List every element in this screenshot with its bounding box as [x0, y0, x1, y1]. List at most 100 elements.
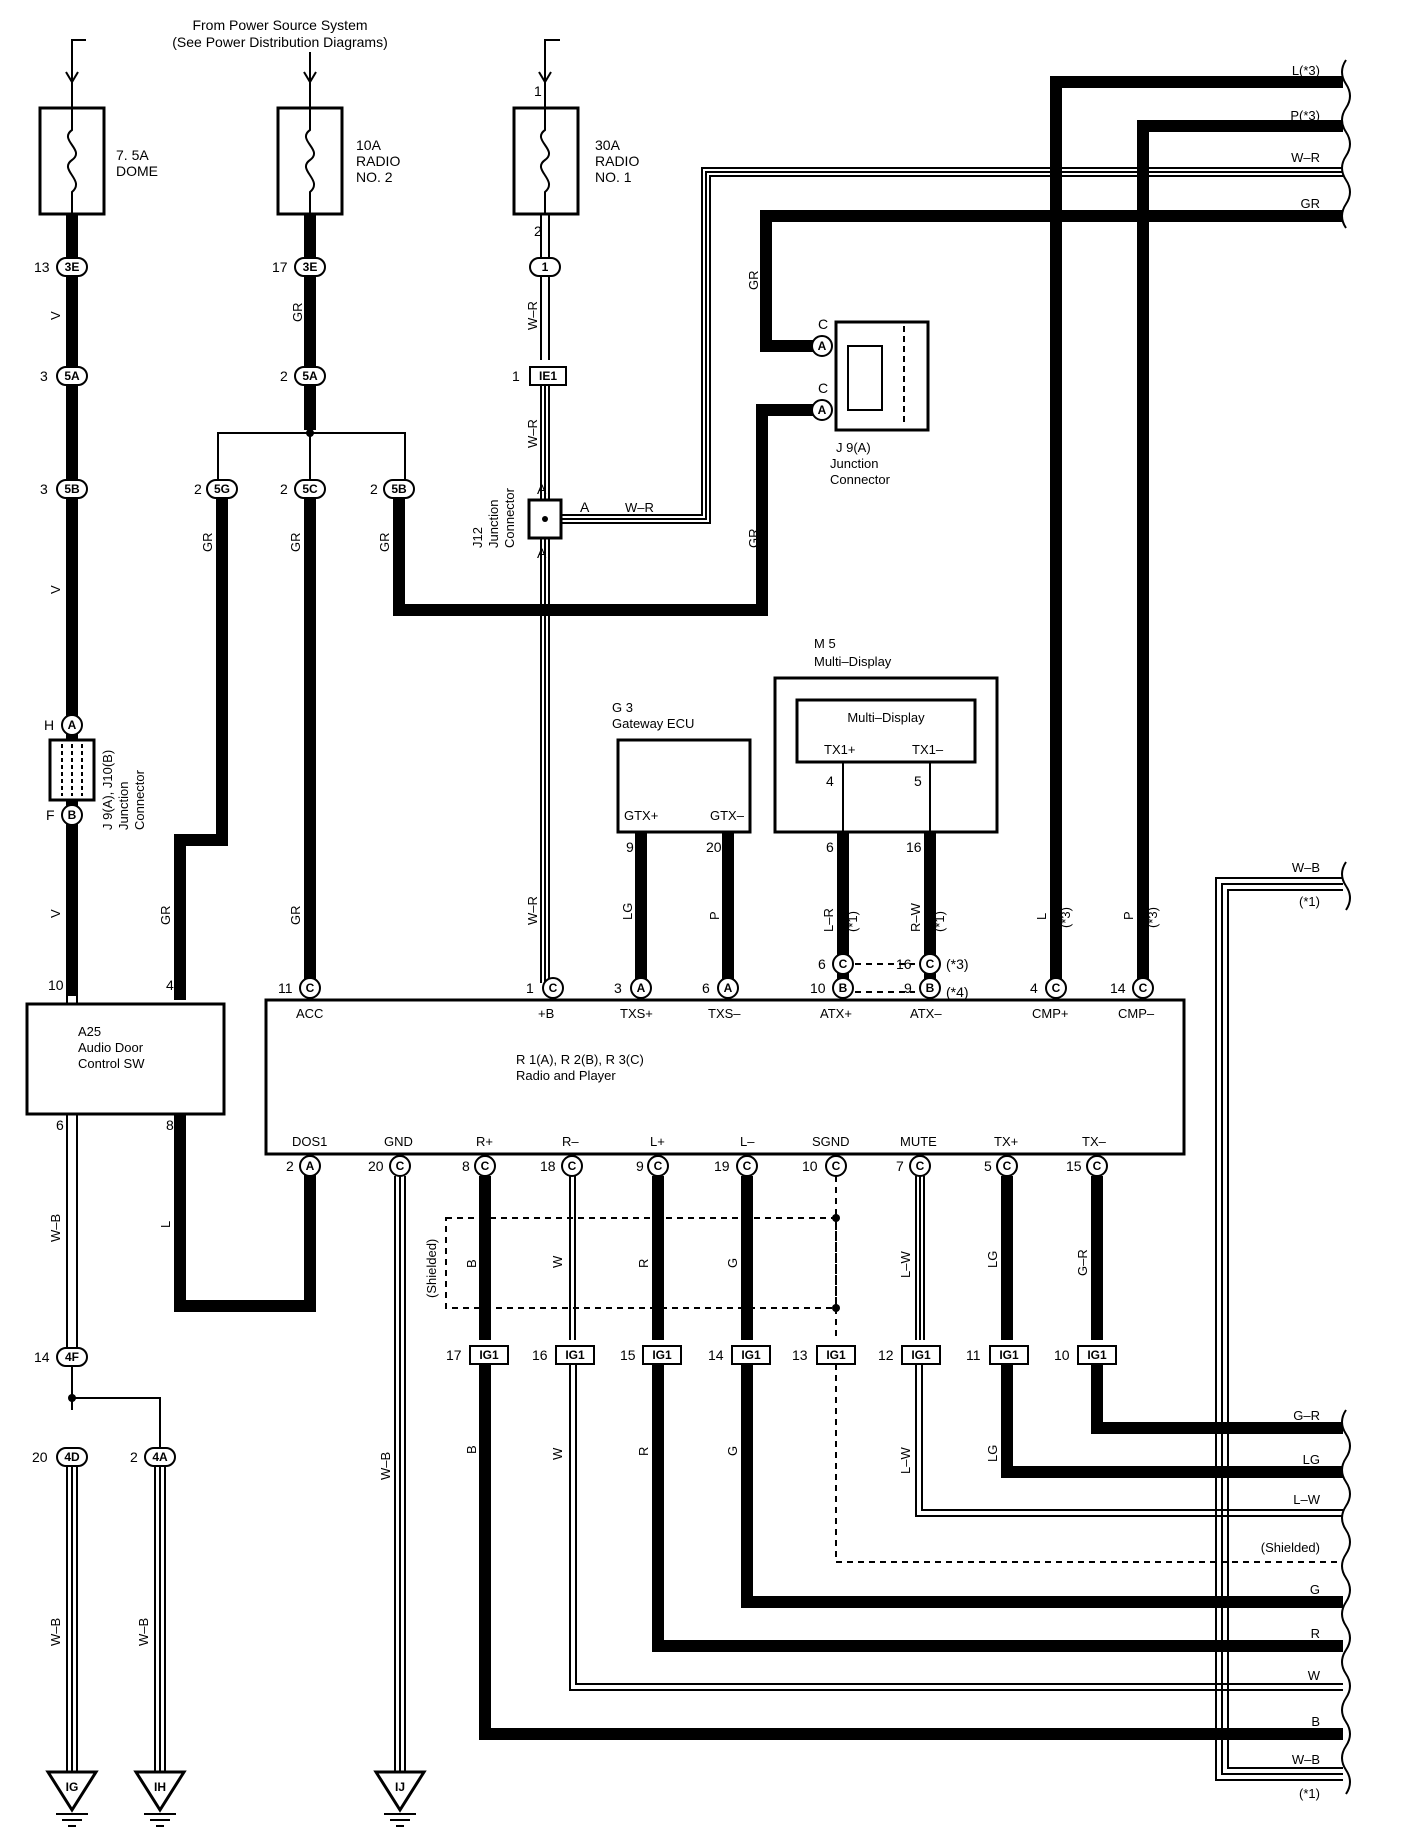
svg-text:16: 16	[896, 956, 912, 972]
svg-text:Multi–Display: Multi–Display	[847, 710, 925, 725]
radio1-circuit	[540, 167, 1343, 983]
svg-text:C: C	[926, 957, 935, 971]
wire-color-v2: V	[48, 585, 63, 594]
fuse-radio1: 30A RADIO NO. 1 1 2	[512, 83, 639, 239]
svg-text:6: 6	[56, 1117, 64, 1133]
svg-text:TX1+: TX1+	[824, 742, 855, 757]
svg-text:C: C	[916, 1159, 925, 1173]
svg-text:4A: 4A	[152, 1450, 168, 1464]
svg-text:RADIO: RADIO	[356, 153, 400, 169]
svg-text:14: 14	[1110, 980, 1126, 996]
wire-break-marks	[1341, 59, 1351, 1795]
svg-text:5C: 5C	[302, 482, 318, 496]
wire-color-wr-j12: W–R	[625, 500, 654, 515]
radio-bottom-pin-r-plus: R+ C 8	[462, 1134, 496, 1177]
wire-color-gr-j9: GR	[746, 271, 761, 291]
svg-text:7: 7	[896, 1158, 904, 1174]
fuse-dome: 7. 5A DOME	[38, 106, 158, 216]
svg-text:CMP+: CMP+	[1032, 1006, 1068, 1021]
svg-text:4: 4	[826, 773, 834, 789]
svg-text:30A: 30A	[595, 137, 621, 153]
radio-top-pin-plus-b: C 1 +B	[526, 977, 564, 1021]
svg-text:9: 9	[636, 1158, 644, 1174]
svg-text:NO. 2: NO. 2	[356, 169, 393, 185]
svg-text:6: 6	[702, 980, 710, 996]
wire-color-wb-ih: W–B	[136, 1618, 151, 1646]
connector-4f: 4F 14	[34, 1347, 88, 1367]
svg-text:B: B	[839, 981, 848, 995]
svg-text:NO. 1: NO. 1	[595, 169, 632, 185]
wire-note3a: (*3)	[1058, 907, 1073, 928]
svg-text:C: C	[1093, 1159, 1102, 1173]
svg-text:A: A	[537, 545, 547, 561]
svg-text:C: C	[481, 1159, 490, 1173]
multi-display: M 5 Multi–Display Multi–Display TX1+ TX1…	[773, 636, 999, 983]
junction-connector-j9-j10: A B H F J 9(A), J10(B) Junction Connecto…	[44, 714, 147, 830]
radio-bottom-pin-mute: MUTE C 7	[896, 1134, 937, 1177]
svg-text:GTX+: GTX+	[624, 808, 658, 823]
wire-color-gr-acc: GR	[288, 906, 303, 926]
power-input-dome	[65, 39, 86, 108]
connector-4d: 4D 20	[32, 1447, 88, 1467]
svg-text:(*1): (*1)	[1299, 894, 1320, 909]
connector-4a: 4A 2	[130, 1447, 176, 1467]
wire-color-gr2: G–R	[1075, 1249, 1090, 1276]
svg-text:5B: 5B	[391, 482, 407, 496]
svg-text:IG1: IG1	[1087, 1348, 1107, 1362]
svg-text:ACC: ACC	[296, 1006, 323, 1021]
radio-top-pin-atx-minus: B 9 ATX–	[904, 977, 942, 1021]
svg-text:DOME: DOME	[116, 163, 158, 179]
svg-text:12: 12	[878, 1347, 894, 1363]
svg-text:C: C	[1139, 981, 1148, 995]
svg-text:Connector: Connector	[830, 472, 891, 487]
power-input-radio1	[538, 39, 560, 108]
wire-color-r-low: R	[636, 1447, 651, 1456]
wire-color-lg: LG	[620, 903, 635, 920]
svg-text:IG: IG	[66, 1780, 79, 1794]
signal-wires-upper	[479, 1176, 1103, 1340]
svg-text:Audio Door: Audio Door	[78, 1040, 144, 1055]
wire-color-wr3: W–R	[525, 896, 540, 925]
svg-text:17: 17	[272, 259, 288, 275]
svg-text:6: 6	[818, 956, 826, 972]
wire-note3b: (*3)	[1145, 907, 1160, 928]
svg-text:(*4): (*4)	[946, 984, 969, 1000]
svg-text:B: B	[1311, 1714, 1320, 1729]
svg-text:13: 13	[34, 259, 50, 275]
svg-text:20: 20	[706, 839, 722, 855]
junction-connector-j12: A A A W–R J12 Junction Connector	[470, 481, 654, 561]
svg-text:CMP–: CMP–	[1118, 1006, 1155, 1021]
svg-text:Gateway ECU: Gateway ECU	[612, 716, 694, 731]
svg-text:14: 14	[34, 1349, 50, 1365]
wire-note1b: (*1)	[932, 911, 947, 932]
svg-text:H: H	[44, 717, 54, 733]
radio-top-pin-atx-plus: B 10 ATX+	[810, 977, 854, 1021]
svg-text:2: 2	[130, 1449, 138, 1465]
svg-text:W–R: W–R	[1291, 150, 1320, 165]
svg-text:5B: 5B	[64, 482, 80, 496]
radio-bottom-pin-l-minus: L– C 19	[714, 1134, 758, 1177]
svg-text:C: C	[818, 316, 828, 332]
connector-5a-radio2: 5A 2	[280, 366, 326, 386]
radio-top-pin-cmp-plus: C 4 CMP+	[1030, 977, 1068, 1021]
svg-text:B: B	[68, 808, 77, 822]
svg-text:Radio and Player: Radio and Player	[516, 1068, 616, 1083]
svg-text:14: 14	[708, 1347, 724, 1363]
svg-text:8: 8	[462, 1158, 470, 1174]
svg-text:1: 1	[512, 368, 520, 384]
dos1-wire	[174, 1114, 316, 1312]
svg-text:17: 17	[446, 1347, 462, 1363]
gateway-ecu: G 3 Gateway ECU GTX+ GTX– 9 20	[612, 700, 752, 983]
svg-text:(*1): (*1)	[1299, 1786, 1320, 1801]
svg-text:M 5: M 5	[814, 636, 836, 651]
svg-text:IG1: IG1	[826, 1348, 846, 1362]
svg-text:Junction: Junction	[830, 456, 878, 471]
wire-color-gr-5c: GR	[288, 533, 303, 553]
svg-text:10: 10	[810, 980, 826, 996]
wire-color-lw: L–W	[898, 1251, 913, 1278]
svg-text:G–R: G–R	[1293, 1408, 1320, 1423]
svg-text:A25: A25	[78, 1024, 101, 1039]
wire-color-gr-5a: GR	[290, 303, 305, 323]
svg-text:20: 20	[32, 1449, 48, 1465]
svg-text:20: 20	[368, 1158, 384, 1174]
